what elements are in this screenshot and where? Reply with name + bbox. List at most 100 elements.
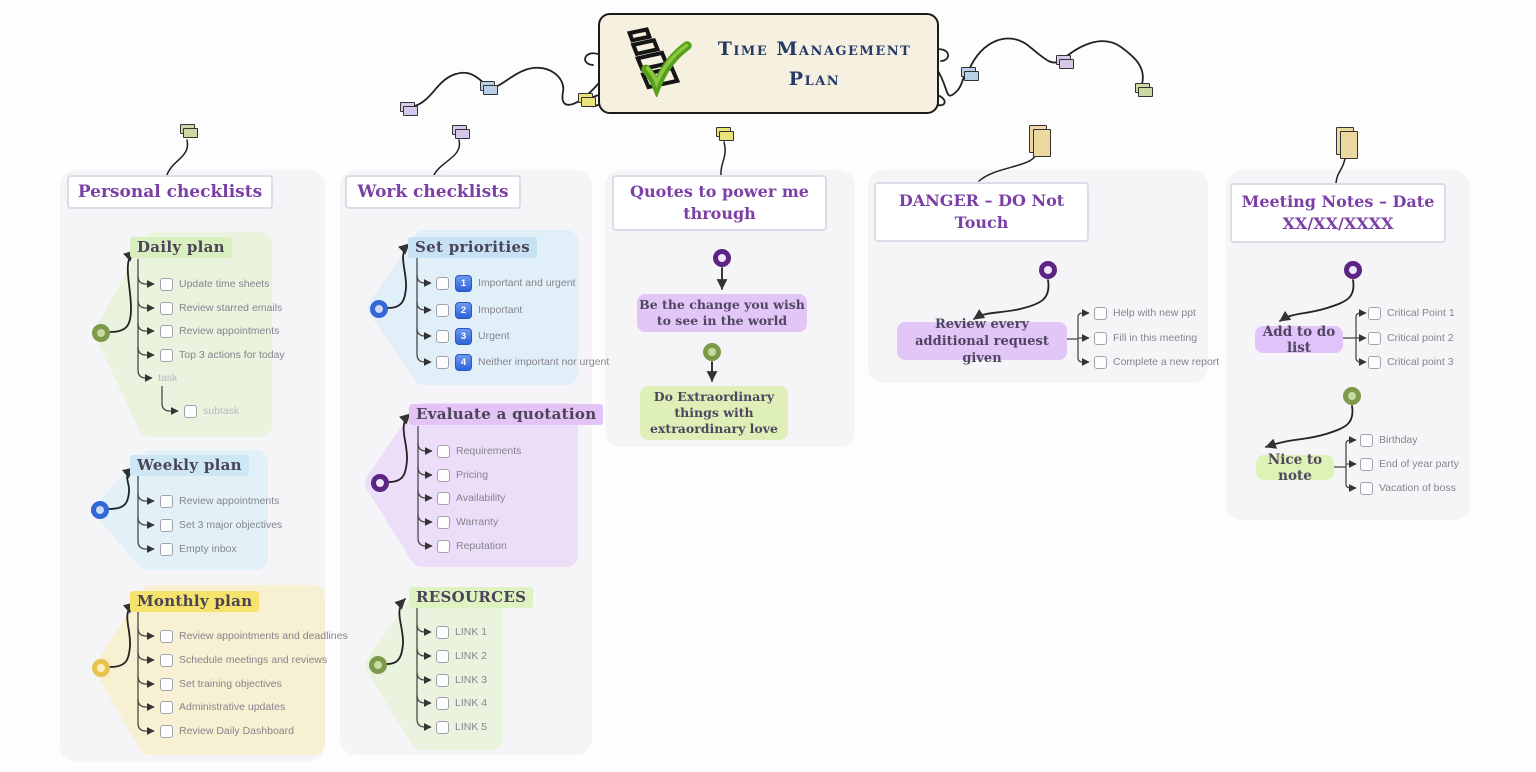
checklist-item[interactable]: Pricing (437, 468, 488, 482)
tag-marker-icon[interactable] (961, 67, 979, 81)
checkbox[interactable] (160, 494, 173, 508)
branch-circle-add-to-do[interactable] (1344, 261, 1362, 279)
checklist-item[interactable]: Birthday (1360, 433, 1418, 447)
branch-circle-weekly[interactable] (91, 501, 109, 519)
checkbox[interactable] (436, 696, 449, 710)
topic-box-add-to-do-list[interactable]: Add to do list (1255, 324, 1343, 356)
checkbox[interactable] (160, 629, 173, 643)
tag-marker-icon[interactable] (716, 127, 734, 141)
checklist-item[interactable]: Critical Point 1 (1368, 306, 1455, 320)
placeholder-subtask-item[interactable]: subtask (184, 404, 239, 418)
group-title-evaluate-quotation[interactable]: Evaluate a quotation (409, 404, 604, 425)
card-marker-icon[interactable] (1029, 125, 1051, 157)
checklist-item[interactable]: Vacation of boss (1360, 481, 1456, 495)
header-work-checklists[interactable]: Work checklists (345, 175, 521, 209)
header-quotes[interactable]: Quotes to power me through (612, 175, 827, 231)
branch-circle-monthly[interactable] (92, 659, 110, 677)
checkbox[interactable] (160, 518, 173, 532)
checkbox[interactable] (160, 653, 173, 667)
checklist-item[interactable]: Review appointments and deadlines (160, 629, 348, 643)
checklist-item[interactable]: Help with new ppt (1094, 306, 1196, 320)
tag-marker-icon[interactable] (578, 93, 596, 107)
group-title-daily-plan[interactable]: Daily plan (130, 237, 232, 258)
checklist-item[interactable]: Review starred emails (160, 301, 282, 315)
checklist-item[interactable]: Review appointments (160, 494, 279, 508)
checklist-item[interactable]: LINK 2 (436, 649, 487, 663)
checklist-item[interactable]: Review appointments (160, 324, 279, 338)
checklist-item[interactable]: Schedule meetings and reviews (160, 653, 327, 667)
checkbox[interactable] (1360, 433, 1373, 447)
checkbox[interactable] (160, 348, 173, 362)
checkbox[interactable] (1360, 481, 1373, 495)
tag-marker-icon[interactable] (1056, 55, 1074, 69)
header-personal-checklists[interactable]: Personal checklists (67, 175, 273, 209)
group-title-set-priorities[interactable]: Set priorities (408, 237, 538, 258)
checkbox[interactable] (436, 355, 449, 369)
branch-circle-quote-1[interactable] (713, 249, 731, 267)
topic-box-review-requests[interactable]: Review every additional request given (897, 317, 1067, 366)
checklist-item[interactable]: Critical point 3 (1368, 355, 1454, 369)
group-title-monthly-plan[interactable]: Monthly plan (130, 591, 260, 612)
checkbox[interactable] (436, 329, 449, 343)
branch-circle-nice-to-note[interactable] (1343, 387, 1361, 405)
card-marker-icon[interactable] (1336, 127, 1358, 159)
checkbox[interactable] (160, 301, 173, 315)
checklist-item[interactable]: Empty inbox (160, 542, 237, 556)
quote-box-green[interactable]: Do Extraordinary things with extraordina… (640, 386, 788, 440)
checklist-item[interactable]: End of year party (1360, 457, 1459, 471)
branch-circle-daily[interactable] (92, 324, 110, 342)
checkbox[interactable] (436, 720, 449, 734)
checkbox[interactable] (436, 303, 449, 317)
quote-box-purple[interactable]: Be the change you wish to see in the wor… (637, 294, 807, 332)
checkbox[interactable] (437, 539, 450, 553)
branch-circle-priorities[interactable] (370, 300, 388, 318)
placeholder-task-item[interactable]: task (158, 372, 178, 384)
checklist-item[interactable]: Complete a new report (1094, 355, 1219, 369)
checklist-item[interactable]: Top 3 actions for today (160, 348, 285, 362)
checklist-item[interactable]: LINK 4 (436, 696, 487, 710)
branch-circle-quotation[interactable] (371, 474, 389, 492)
checklist-item[interactable]: LINK 1 (436, 625, 487, 639)
checklist-item[interactable]: Administrative updates (160, 700, 285, 714)
checkbox[interactable] (437, 491, 450, 505)
checklist-item[interactable]: Reputation (437, 539, 507, 553)
group-title-weekly-plan[interactable]: Weekly plan (130, 455, 249, 476)
checklist-item[interactable]: Set 3 major objectives (160, 518, 282, 532)
branch-circle-quote-2[interactable] (703, 343, 721, 361)
tag-marker-icon[interactable] (1135, 83, 1153, 97)
tag-marker-icon[interactable] (452, 125, 470, 139)
checkbox[interactable] (1094, 355, 1107, 369)
branch-circle-resources[interactable] (369, 656, 387, 674)
checkbox[interactable] (1094, 306, 1107, 320)
checkbox[interactable] (436, 276, 449, 290)
checkbox[interactable] (436, 625, 449, 639)
checklist-item[interactable]: Fill in this meeting (1094, 331, 1197, 345)
checklist-item[interactable]: Requirements (437, 444, 521, 458)
branch-circle-danger[interactable] (1039, 261, 1057, 279)
checkbox[interactable] (160, 277, 173, 291)
header-danger[interactable]: DANGER – DO Not Touch (874, 182, 1089, 242)
central-topic[interactable]: Time Management Plan (598, 13, 939, 114)
checkbox[interactable] (1368, 331, 1381, 345)
checkbox[interactable] (184, 404, 197, 418)
checkbox[interactable] (437, 515, 450, 529)
checklist-item[interactable]: Set training objectives (160, 677, 282, 691)
topic-box-nice-to-note[interactable]: Nice to note (1256, 452, 1334, 484)
checklist-item[interactable]: LINK 5 (436, 720, 487, 734)
checkbox[interactable] (160, 542, 173, 556)
checkbox[interactable] (160, 677, 173, 691)
checkbox[interactable] (1094, 331, 1107, 345)
tag-marker-icon[interactable] (180, 124, 198, 138)
checkbox[interactable] (436, 649, 449, 663)
checklist-item[interactable]: Review Daily Dashboard (160, 724, 294, 738)
group-title-resources[interactable]: RESOURCES (409, 587, 534, 608)
header-meeting-notes[interactable]: Meeting Notes – Date XX/XX/XXXX (1230, 183, 1446, 243)
checkbox[interactable] (1368, 306, 1381, 320)
checkbox[interactable] (160, 700, 173, 714)
checklist-item[interactable]: Warranty (437, 515, 498, 529)
checkbox[interactable] (437, 468, 450, 482)
